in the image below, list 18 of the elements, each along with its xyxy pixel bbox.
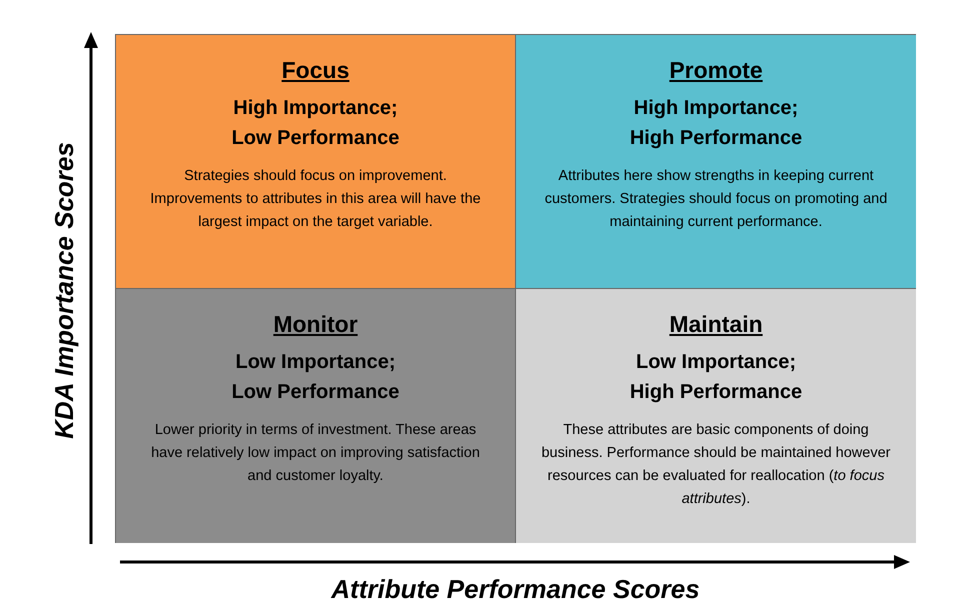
quadrant-box (516, 289, 916, 543)
axis-label: KDA Importance Scores (48, 142, 80, 438)
quadrant-title: Monitor (273, 310, 358, 339)
quadrant-description: Strategies should focus on improvement. Improvements to attributes in this area will have the largest impact on the target variable. (149, 167, 482, 232)
axis-label: Attribute Performance Scores (330, 573, 701, 606)
quadrant-title: Focus (282, 56, 350, 85)
quadrant-subtitle: Low Importance; High Performance (628, 350, 804, 405)
quadrant-title: Promote (669, 56, 763, 85)
quadrant-title: Maintain (669, 310, 763, 339)
quadrant-box (116, 35, 516, 289)
quadrant-subtitle: High Importance; High Performance (628, 96, 804, 151)
quadrant-description: These attributes are basic components of doing business. Performance should be maintained however resources can be evaluated for reallocation (to focus attributes). (540, 421, 892, 509)
quadrant-box (516, 35, 916, 289)
quadrant-description: Lower priority in terms of investment. These areas have relatively low impact on improving satisfaction and customer loyalty. (150, 421, 481, 486)
quadrant-subtitle: High Importance; Low Performance (230, 96, 400, 151)
quadrant-description: Attributes here show strengths in keeping current customers. Strategies should focus on promoting and maintaining current performance. (544, 167, 888, 232)
quadrant-box (116, 289, 516, 543)
quadrant-subtitle: Low Importance; Low Performance (230, 350, 400, 405)
